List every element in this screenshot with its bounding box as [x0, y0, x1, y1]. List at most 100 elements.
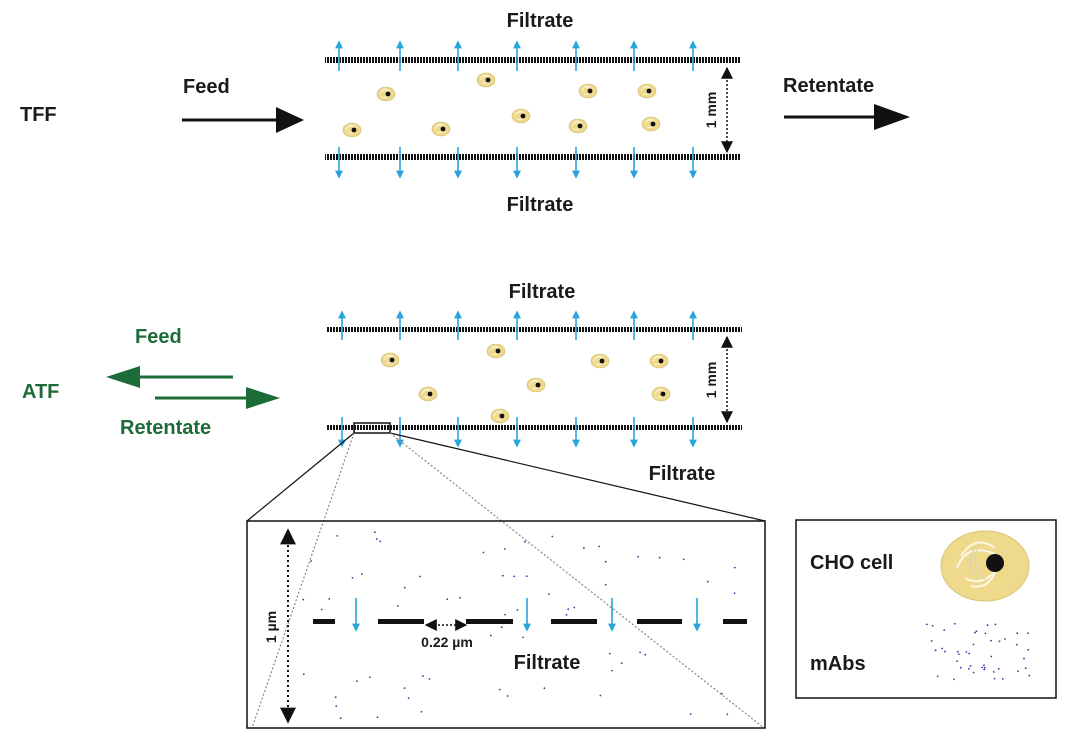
tff-bottom-filtrate-arrows — [335, 147, 697, 179]
atf-filtrate-top-label: Filtrate — [509, 281, 576, 303]
mab-dot — [1028, 674, 1031, 677]
atf-retentate-label: Retentate — [120, 417, 211, 439]
mab-dot — [953, 678, 955, 681]
mab-dot — [335, 705, 338, 707]
mab-dot — [504, 613, 506, 616]
mab-dot — [356, 680, 358, 682]
legend-frame — [795, 519, 1057, 699]
mab-dot — [403, 687, 406, 689]
tff-top-membrane — [325, 57, 740, 63]
atf-feed-label: Feed — [135, 326, 182, 348]
atf-retentate-arrowhead — [246, 387, 280, 409]
cho-cell-icon — [476, 72, 496, 88]
mab-dot — [567, 608, 570, 611]
zoom-membrane-segments — [313, 619, 747, 624]
legend-mab-dots-icon — [925, 622, 1031, 681]
atf-mode-label: ATF — [22, 381, 59, 403]
atf-cells — [380, 343, 671, 424]
mab-dot — [720, 692, 723, 695]
tff-retentate-arrowhead — [874, 104, 910, 130]
mab-dot — [328, 598, 331, 600]
mab-dot — [420, 710, 423, 713]
mab-dot — [543, 687, 546, 690]
cho-cell-icon — [578, 83, 598, 99]
mab-dot — [959, 666, 962, 669]
zoom-panel: 1 µm 0.22 µm Filtrate — [246, 520, 766, 729]
tff-section: TFF Feed Retentate Filtrate Filtrate 1 m… — [20, 10, 910, 216]
cho-cell-icon — [376, 86, 396, 102]
mab-dot — [379, 540, 382, 543]
mab-dot — [931, 624, 934, 627]
mab-dot — [972, 643, 975, 646]
atf-top-filtrate-arrows — [338, 310, 697, 340]
atf-channel-height-label: 1 mm — [703, 362, 719, 399]
mab-dot — [336, 535, 339, 537]
membrane-segment — [637, 619, 682, 624]
mab-dot — [943, 629, 946, 631]
mab-dot — [983, 664, 985, 667]
mab-dot — [522, 636, 524, 639]
mab-dot — [351, 577, 354, 579]
zoom-filtrate-arrows — [352, 598, 701, 632]
mab-dot — [1001, 678, 1004, 680]
mab-dot — [733, 566, 736, 569]
mab-dot — [968, 668, 970, 670]
atf-feed-arrowhead — [106, 366, 140, 388]
mab-dot — [934, 649, 937, 652]
mab-dot — [981, 666, 984, 669]
mab-dot — [726, 713, 729, 716]
cho-cell-icon — [590, 353, 610, 369]
legend-cell-label: CHO cell — [810, 552, 893, 574]
cho-cell-icon — [526, 377, 546, 393]
cho-cell-icon — [568, 118, 588, 134]
mab-dot — [604, 560, 607, 563]
legend-cho-cell-icon — [940, 530, 1030, 602]
membrane-segment — [313, 619, 335, 624]
zoom-mab-dots — [302, 531, 736, 720]
mab-dot — [599, 694, 602, 697]
mab-dot — [506, 695, 509, 697]
atf-bottom-filtrate-arrows — [338, 417, 697, 448]
mab-dot — [513, 575, 516, 578]
mab-dot — [930, 640, 933, 642]
tff-filtrate-top-label: Filtrate — [507, 10, 574, 32]
mab-dot — [302, 598, 305, 601]
membrane-segment — [551, 619, 597, 624]
mab-dot — [1024, 667, 1027, 670]
mab-dot — [334, 696, 337, 699]
mab-dot — [998, 640, 1001, 643]
mab-dot — [944, 650, 946, 653]
zoom-projection — [246, 432, 766, 729]
mab-dot — [608, 652, 611, 655]
mab-dot — [956, 660, 958, 662]
mab-dot — [422, 675, 424, 677]
mab-dot — [682, 558, 685, 561]
mab-dot — [611, 669, 613, 672]
mab-dot — [375, 538, 378, 540]
tff-filtrate-bottom-label: Filtrate — [507, 194, 574, 216]
tff-feed-arrowhead — [276, 107, 304, 133]
tff-top-filtrate-arrows — [335, 40, 697, 71]
mab-dot — [525, 575, 528, 578]
mab-dot — [407, 697, 410, 700]
mab-dot — [1027, 648, 1030, 651]
zoom-source-box — [353, 422, 391, 434]
cho-cell-icon — [486, 343, 506, 359]
mab-dot — [489, 634, 492, 637]
zoom-frame — [246, 520, 766, 729]
mab-dot — [990, 639, 992, 642]
mab-dot — [339, 717, 342, 720]
mab-dot — [644, 653, 647, 656]
membrane-segment — [466, 619, 513, 624]
mab-dot — [639, 651, 641, 654]
mab-dot — [986, 624, 989, 627]
mab-dot — [733, 592, 736, 594]
cho-cell-icon — [511, 108, 531, 124]
mab-dot — [969, 665, 972, 667]
atf-filtrate-bottom-label: Filtrate — [649, 463, 716, 485]
mab-dot — [1017, 670, 1019, 672]
mab-dot — [482, 551, 485, 554]
mab-dot — [637, 555, 639, 558]
mab-dot — [1015, 643, 1018, 646]
